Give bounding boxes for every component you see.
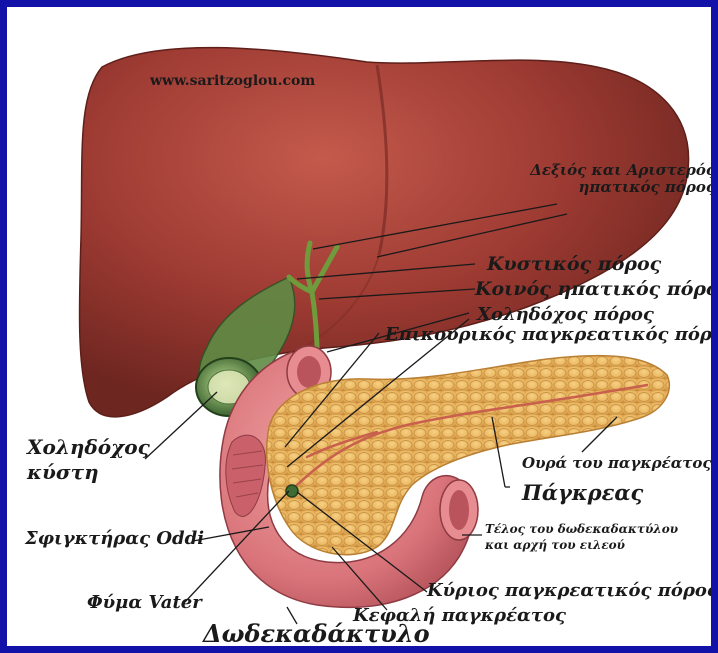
label-sphincter-oddi: Σφιγκτήρας Oddi xyxy=(25,529,204,549)
label-duodenum: Δωδεκαδάκτυλο xyxy=(203,621,430,647)
label-main-pancreatic-duct: Κύριος παγκρεατικός πόρος xyxy=(427,581,718,601)
watermark: www.saritzoglou.com xyxy=(150,73,315,89)
label-pancreas: Πάγκρεας xyxy=(522,481,643,504)
label-pancreas-tail: Ουρά του παγκρέατος xyxy=(522,455,711,472)
label-common-hepatic-duct: Κοινός ηπατικός πόρος xyxy=(475,279,718,300)
label-accessory-pancreatic-duct: Επικουρικός παγκρεατικός πόρος xyxy=(385,325,718,345)
label-hepatic-ducts: Δεξιός και Αριστερός ηπατικός πόρος xyxy=(525,162,715,195)
vater-papilla xyxy=(286,485,298,497)
label-vater-papilla: Φύμα Vater xyxy=(87,593,202,613)
label-cystic-duct: Κυστικός πόρος xyxy=(487,254,661,275)
label-gallbladder: Χοληδόχος κύστη xyxy=(27,435,157,485)
label-common-bile-duct: Χοληδόχος πόρος xyxy=(477,305,654,325)
label-duodenum-end: Τέλος του δωδεκαδακτύλου και αρχή του ει… xyxy=(485,521,685,553)
